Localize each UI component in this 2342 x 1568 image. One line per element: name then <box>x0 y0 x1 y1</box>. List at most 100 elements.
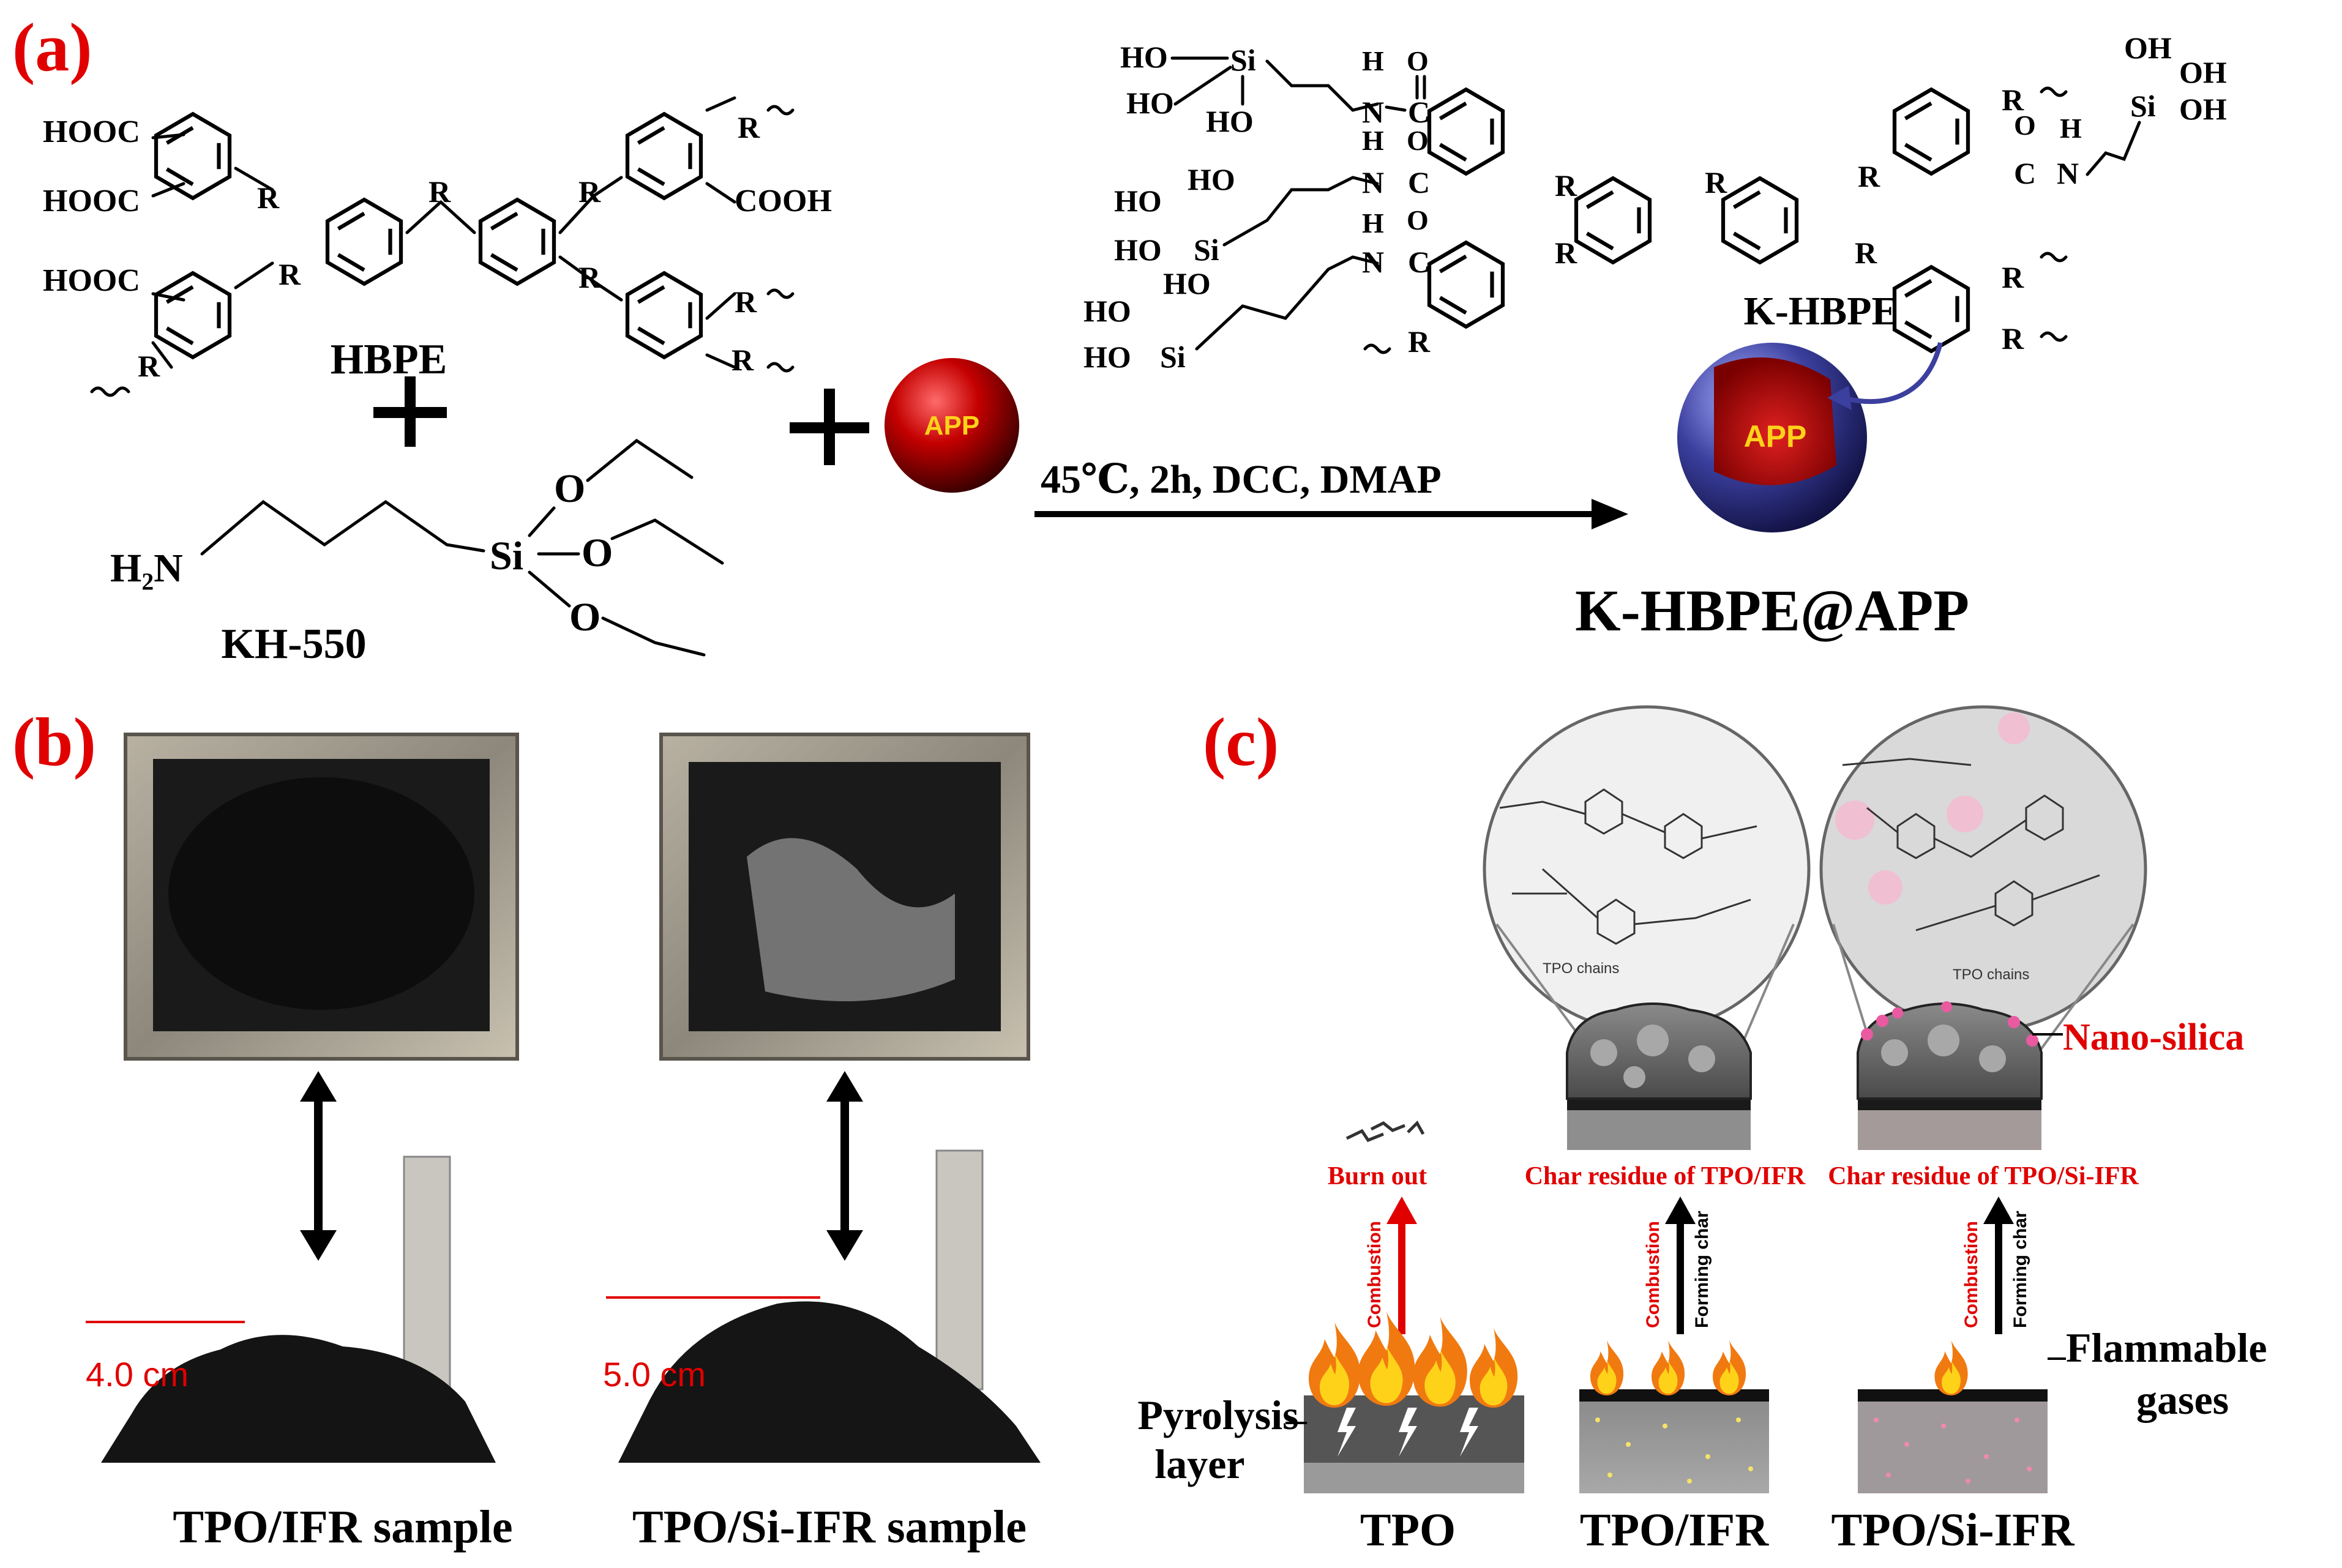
char-residue-photo-side: 5.0 cm TPO/Si-IFR sample <box>603 1149 1041 1553</box>
flame-icon <box>1470 1328 1518 1408</box>
plus-sign <box>373 376 447 447</box>
benzene-ring <box>1895 267 1968 351</box>
o-atom: O <box>1407 45 1429 77</box>
ho-group: HO <box>1126 86 1174 120</box>
magnified-char-structure: TPO chains <box>1819 705 2147 1054</box>
ho-group: HO <box>1114 184 1162 218</box>
r-group: R <box>1555 168 1577 203</box>
c-atom: C <box>1408 245 1430 279</box>
r-group: R <box>138 349 160 383</box>
combustion-label: Combustion <box>1364 1221 1385 1328</box>
si-atom: Si <box>1194 233 1219 267</box>
tpo-ifr-block: TPO/IFR <box>1579 1340 1769 1556</box>
flame-icon <box>1413 1316 1467 1407</box>
panel-c: (c) TPO chains <box>1137 704 2267 1556</box>
tpo-chains-label: TPO chains <box>1543 960 1619 977</box>
si-atom: Si <box>490 534 523 578</box>
ho-group: HO <box>1188 162 1235 196</box>
ho-group: HO <box>1163 266 1211 301</box>
pyrolysis-label-line2: layer <box>1154 1441 1244 1487</box>
height-right: 5.0 cm <box>603 1355 706 1394</box>
k-hbpe-label: K-HBPE <box>1743 289 1898 334</box>
combustion-label: Combustion <box>1961 1221 1981 1328</box>
combustion-arrow: Combustion <box>1364 1197 1417 1334</box>
r-group: R <box>2002 260 2024 294</box>
app-label: APP <box>924 411 979 441</box>
r-group: R <box>2002 83 2024 117</box>
h-atom: H <box>1362 45 1384 77</box>
benzene-ring <box>1723 178 1797 263</box>
o-atom: O <box>582 531 613 575</box>
o-atom: O <box>1407 204 1429 236</box>
flammable-label-line2: gases <box>2136 1376 2229 1423</box>
tpo-label: TPO <box>1360 1504 1456 1556</box>
r-group: R <box>578 260 601 294</box>
flammable-label-line1: Flammable <box>2066 1324 2267 1371</box>
r-group: R <box>257 181 280 215</box>
r-group: R <box>735 285 757 319</box>
combustion-label: Combustion <box>1643 1221 1663 1328</box>
h-atom: H <box>1362 125 1384 156</box>
benzene-ring <box>156 114 230 198</box>
forming-char-label: Forming char <box>2010 1211 2030 1328</box>
ho-group: HO <box>1120 40 1168 74</box>
char-mound <box>1566 1002 1752 1150</box>
r-group: R <box>2002 321 2024 356</box>
hbpe-structure: HOOC HOOC HOOC COOH R R R R R R R R R HB… <box>43 96 832 397</box>
cooh-group: COOH <box>735 184 832 218</box>
combustion-arrow: Combustion Forming char <box>1643 1197 1712 1334</box>
si-atom: Si <box>1230 43 1256 77</box>
benzene-ring <box>1895 89 1968 174</box>
oh-group: OH <box>2179 92 2227 126</box>
c-atom: C <box>1408 95 1430 129</box>
char-residue-photo-top <box>659 733 1030 1061</box>
r-group: R <box>578 174 601 209</box>
n-atom: N <box>1362 95 1384 129</box>
kh550-label: KH-550 <box>221 621 366 668</box>
o-atom: O <box>2014 110 2036 141</box>
magnified-char-structure: TPO chains <box>1483 705 1811 1054</box>
pyrolysis-label-line1: Pyrolysis <box>1137 1392 1298 1438</box>
r-group: R <box>738 110 760 144</box>
smoke <box>1345 1120 1425 1143</box>
oh-group: OH <box>2124 31 2172 65</box>
benzene-ring <box>1429 242 1503 327</box>
forming-char-label: Forming char <box>1692 1211 1712 1328</box>
si-atom: Si <box>2130 89 2156 123</box>
tpo-block: TPO <box>1304 1312 1524 1556</box>
kh550-structure: H₂N Si O O O KH-550 <box>110 438 724 668</box>
tpo-ifr-label: TPO/IFR <box>1580 1504 1769 1556</box>
flame-icon <box>1309 1322 1361 1408</box>
plus-sign <box>790 389 869 465</box>
r-group: R <box>279 257 301 291</box>
h-atom: H <box>1362 207 1384 239</box>
benzene-ring <box>627 273 701 357</box>
panel-a-tag: (a) <box>12 10 92 86</box>
reaction-arrow: 45℃, 2h, DCC, DMAP <box>1034 457 1628 529</box>
tpo-chains-label: TPO chains <box>1953 966 2029 983</box>
tpo-si-ifr-label: TPO/Si-IFR <box>1831 1504 2075 1556</box>
benzene-ring <box>1429 89 1503 174</box>
hooc-group: HOOC <box>43 184 140 218</box>
benzene-ring <box>1576 178 1650 263</box>
panel-a: (a) <box>12 10 2227 668</box>
app-label: APP <box>1744 419 1807 454</box>
flame-icon <box>1934 1340 1968 1395</box>
benzene-ring <box>627 114 701 198</box>
k-hbpe-structure: HO HO Si HO N H C O HO HO HO Si N H C O … <box>1083 31 2227 374</box>
n-atom: N <box>1362 245 1384 279</box>
char-residue-photo-side: 4.0 cm TPO/IFR sample <box>86 1155 513 1553</box>
hooc-group: HOOC <box>43 263 140 298</box>
panel-b-tag: (b) <box>12 704 96 780</box>
benzene-ring <box>156 273 230 357</box>
combustion-arrow: Combustion Forming char <box>1961 1197 2030 1334</box>
char-ifr-label: Char residue of TPO/IFR <box>1525 1162 1806 1190</box>
nano-silica-label: Nano-silica <box>2063 1017 2244 1058</box>
c-atom: C <box>1408 165 1430 200</box>
hooc-group: HOOC <box>43 114 140 149</box>
ho-group: HO <box>1206 104 1254 138</box>
n-atom: N <box>2057 156 2079 190</box>
hbpe-label: HBPE <box>331 336 447 383</box>
ho-group: HO <box>1083 340 1131 374</box>
